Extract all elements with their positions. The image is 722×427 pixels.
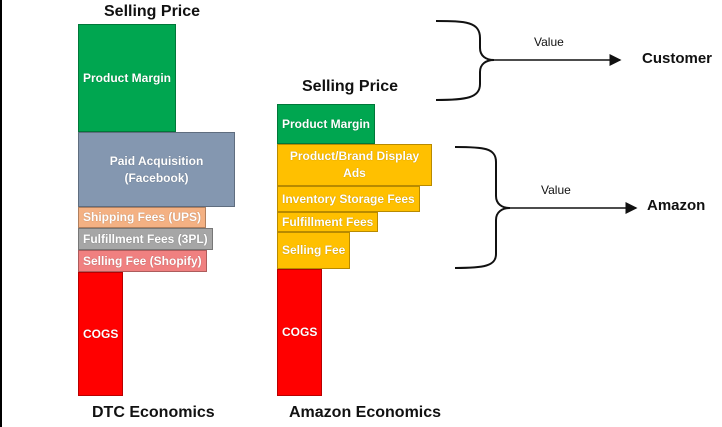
dtc-economics-label: DTC Economics [92, 404, 215, 421]
amazon-cogs: COGS [277, 269, 323, 396]
amazon-destination: Amazon [647, 197, 706, 214]
amazon-display-ads: Product/Brand Display Ads [277, 144, 432, 186]
amazon-value-label: Value [541, 183, 571, 197]
amazon-product-margin: Product Margin [277, 104, 376, 144]
amazon-selling-price-heading: Selling Price [302, 78, 399, 95]
customer-value-label: Value [534, 35, 564, 49]
dtc-cogs: COGS [78, 272, 124, 396]
amazon-selling-fee: Selling Fee [277, 232, 351, 269]
amazon-fulfillment-fees: Fulfillment Fees [277, 212, 379, 232]
customer-destination: Customer [642, 50, 713, 67]
dtc-fulfillment-fees: Fulfillment Fees (3PL) [78, 228, 213, 250]
left-border [0, 0, 2, 427]
dtc-selling-price-heading: Selling Price [104, 3, 201, 20]
dtc-product-margin: Product Margin [78, 24, 177, 132]
amazon-economics-label: Amazon Economics [289, 404, 442, 421]
dtc-paid-acquisition: Paid Acquisition (Facebook) [78, 132, 235, 207]
dtc-shipping-fees: Shipping Fees (UPS) [78, 207, 207, 228]
customer-bracket [435, 20, 495, 101]
amazon-inventory-storage-fees: Inventory Storage Fees [277, 186, 420, 212]
amazon-stack: Product Margin Product/Brand Display Ads… [277, 104, 432, 396]
dtc-stack: Product Margin Paid Acquisition (Faceboo… [78, 24, 235, 396]
dtc-selling-fee: Selling Fee (Shopify) [78, 250, 207, 272]
amazon-bracket [454, 146, 511, 269]
